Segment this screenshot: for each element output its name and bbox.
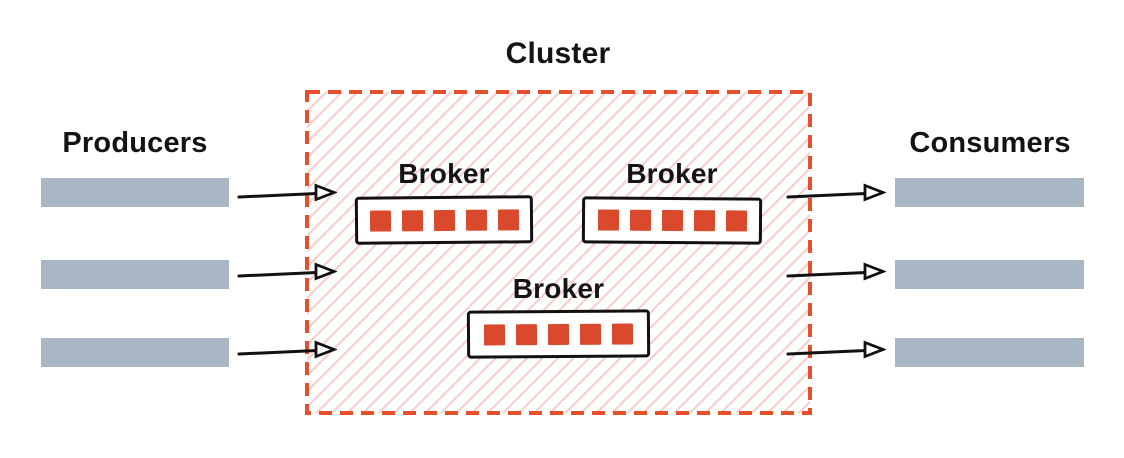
partition-square bbox=[401, 209, 423, 231]
broker-box bbox=[354, 195, 534, 245]
partition-square bbox=[369, 209, 391, 232]
right-arrow-icon bbox=[237, 262, 337, 281]
partition-square bbox=[579, 323, 602, 345]
partition-square bbox=[465, 209, 487, 231]
consumer-bar bbox=[895, 178, 1084, 207]
right-arrow-icon bbox=[786, 340, 886, 359]
producer-bar bbox=[41, 338, 229, 367]
producer-bar bbox=[41, 260, 229, 289]
broker-label: Broker bbox=[512, 273, 605, 304]
consumer-bar bbox=[895, 260, 1084, 289]
partition-square bbox=[693, 210, 715, 232]
partition-square bbox=[483, 323, 506, 346]
right-arrow-icon bbox=[786, 262, 886, 281]
partition-square bbox=[497, 208, 519, 231]
right-arrow-icon bbox=[237, 340, 337, 359]
partition-square bbox=[661, 209, 683, 232]
partition-square bbox=[725, 210, 747, 232]
producer-bar bbox=[41, 178, 229, 207]
right-arrow-icon bbox=[786, 183, 886, 202]
partition-square bbox=[433, 209, 455, 231]
cluster-boundary bbox=[305, 90, 812, 415]
broker-label: Broker bbox=[626, 158, 718, 189]
right-arrow-icon bbox=[237, 183, 337, 202]
consumers-label: Consumers bbox=[909, 127, 1071, 159]
partition-square bbox=[629, 209, 651, 231]
cluster-label: Cluster bbox=[505, 37, 611, 70]
partition-square bbox=[515, 323, 538, 345]
broker-box bbox=[466, 309, 651, 359]
partition-square bbox=[611, 322, 634, 345]
partition-square bbox=[597, 209, 619, 231]
partition-square bbox=[547, 323, 570, 345]
broker-box bbox=[581, 196, 763, 245]
consumer-bar bbox=[895, 338, 1084, 367]
broker-label: Broker bbox=[398, 158, 490, 189]
producers-label: Producers bbox=[62, 127, 208, 159]
